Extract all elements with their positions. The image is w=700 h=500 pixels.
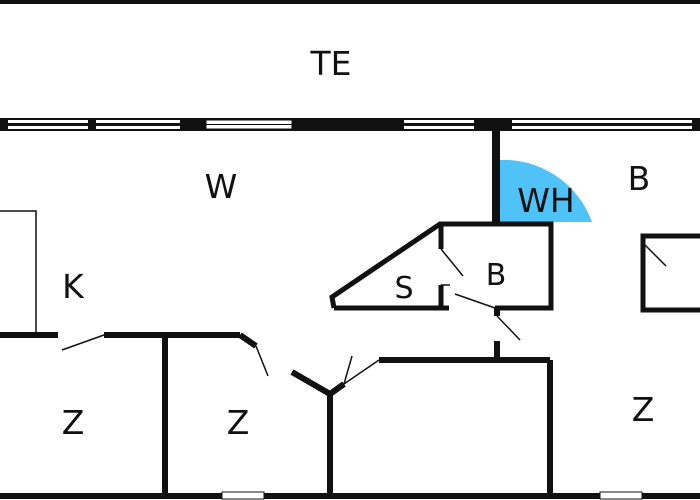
room-label-terrace: TE [309, 44, 351, 83]
wall-living-bath [492, 129, 500, 224]
room-label-bedroom-1: Z [62, 403, 85, 442]
facade-wall [0, 118, 700, 131]
bottom-windows [221, 491, 643, 500]
center-doors [438, 248, 496, 312]
kitchen-counter [0, 210, 37, 333]
bedroom-doors [61, 315, 521, 385]
room-label-bedroom-2: Z [227, 403, 250, 442]
room-label-boiler: WH [517, 181, 574, 220]
top-wall [0, 0, 700, 4]
room-label-storage: S [394, 271, 413, 306]
room-label-bathroom-center: B [486, 258, 507, 293]
room-label-bedroom-3: Z [632, 390, 655, 429]
east-door [642, 242, 667, 267]
bedroom-walls [0, 308, 700, 499]
room-label-living: W [205, 167, 238, 206]
room-label-kitchen: K [62, 267, 85, 306]
room-label-bathroom-east: B [628, 159, 651, 198]
door-swing-highlight [498, 159, 592, 222]
east-partition [640, 233, 700, 313]
